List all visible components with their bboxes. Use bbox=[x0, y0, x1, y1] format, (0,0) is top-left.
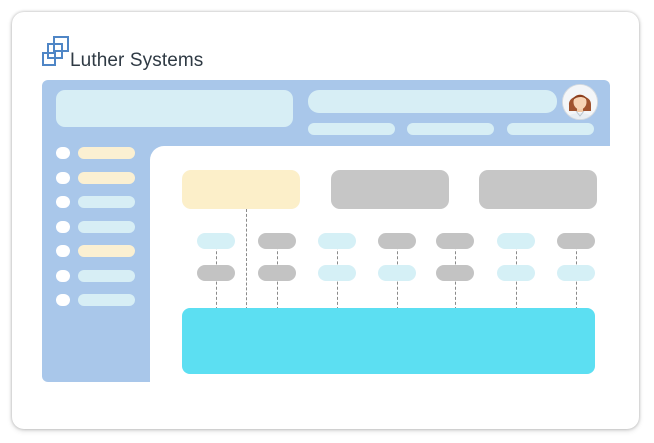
sidebar-item[interactable] bbox=[78, 147, 135, 159]
sidebar-item[interactable] bbox=[78, 245, 135, 257]
process-node[interactable] bbox=[497, 233, 535, 249]
logo-icon bbox=[42, 36, 69, 66]
sidebar-item[interactable] bbox=[78, 294, 135, 306]
process-node[interactable] bbox=[378, 265, 416, 281]
sidebar-item-dot bbox=[56, 196, 70, 208]
process-node[interactable] bbox=[258, 265, 296, 281]
process-node[interactable] bbox=[378, 233, 416, 249]
sidebar-item-dot bbox=[56, 171, 70, 184]
header-title-bar bbox=[56, 90, 293, 127]
brand-name: Luther Systems bbox=[70, 50, 204, 71]
process-node[interactable] bbox=[258, 233, 296, 249]
header-nav-item[interactable] bbox=[407, 123, 494, 135]
header-nav-item[interactable] bbox=[308, 123, 395, 135]
process-node[interactable] bbox=[436, 233, 474, 249]
source-box[interactable] bbox=[479, 170, 597, 209]
sidebar-item[interactable] bbox=[78, 171, 135, 184]
sidebar-item[interactable] bbox=[78, 269, 135, 282]
source-box[interactable] bbox=[182, 170, 300, 209]
process-node[interactable] bbox=[197, 233, 235, 249]
sidebar-item[interactable] bbox=[78, 220, 135, 233]
source-box[interactable] bbox=[331, 170, 449, 209]
process-node[interactable] bbox=[497, 265, 535, 281]
process-node[interactable] bbox=[318, 233, 356, 249]
process-node[interactable] bbox=[557, 233, 595, 249]
header-nav-item[interactable] bbox=[507, 123, 594, 135]
target-box[interactable] bbox=[182, 308, 595, 374]
sidebar-item-dot bbox=[56, 245, 70, 257]
sidebar-item-dot bbox=[56, 147, 70, 159]
user-avatar-icon[interactable] bbox=[562, 84, 598, 120]
connector-line bbox=[246, 209, 247, 310]
sidebar-item-dot bbox=[56, 220, 70, 233]
sidebar-item-dot bbox=[56, 294, 70, 306]
process-node[interactable] bbox=[318, 265, 356, 281]
header-search-bar[interactable] bbox=[308, 90, 557, 113]
process-node[interactable] bbox=[557, 265, 595, 281]
sidebar-item[interactable] bbox=[78, 196, 135, 208]
process-node[interactable] bbox=[197, 265, 235, 281]
process-node[interactable] bbox=[436, 265, 474, 281]
sidebar-item-dot bbox=[56, 269, 70, 282]
